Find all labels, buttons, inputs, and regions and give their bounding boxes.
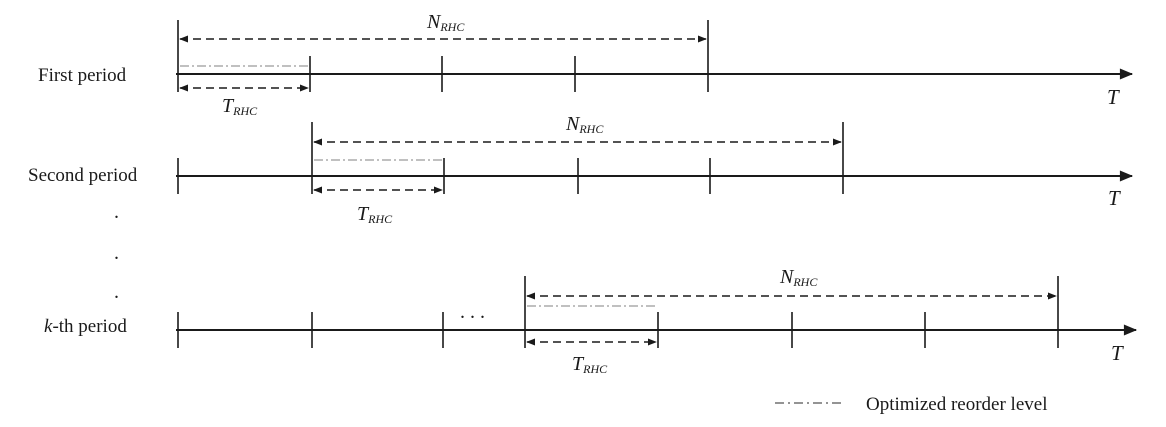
second-period-ticks (177, 122, 844, 194)
second-period: Second period NRHC TRHC T (28, 113, 1134, 226)
second-period-horizon-label: NRHC (565, 113, 604, 136)
first-period-axis-label: T (1107, 85, 1120, 109)
legend-label: Optimized reorder level (866, 394, 1047, 415)
kth-period-interval-label: TRHC (572, 353, 608, 376)
first-period-interval-label: TRHC (222, 95, 258, 118)
kth-period-axis-label: T (1111, 341, 1124, 365)
second-period-label: Second period (28, 165, 138, 186)
ellipsis-dot: . (114, 201, 119, 223)
ellipsis-dot: . (114, 242, 119, 264)
first-period-label: First period (38, 65, 127, 86)
vertical-ellipsis: . . . (114, 201, 119, 303)
kth-period: k-th period . . . NRHC TRHC T (44, 266, 1138, 376)
second-period-axis-label: T (1108, 186, 1121, 210)
second-period-interval-label: TRHC (357, 203, 393, 226)
first-period: First period NRHC TRHC T (38, 11, 1134, 118)
kth-period-horizon-label: NRHC (779, 266, 818, 289)
kth-period-ticks (177, 276, 1059, 348)
first-period-ticks (177, 20, 709, 92)
first-period-horizon-label: NRHC (426, 11, 465, 34)
legend: Optimized reorder level (775, 394, 1047, 415)
horizontal-ellipsis: . . . (460, 301, 485, 323)
kth-period-label: k-th period (44, 316, 127, 337)
ellipsis-dot: . (114, 281, 119, 303)
